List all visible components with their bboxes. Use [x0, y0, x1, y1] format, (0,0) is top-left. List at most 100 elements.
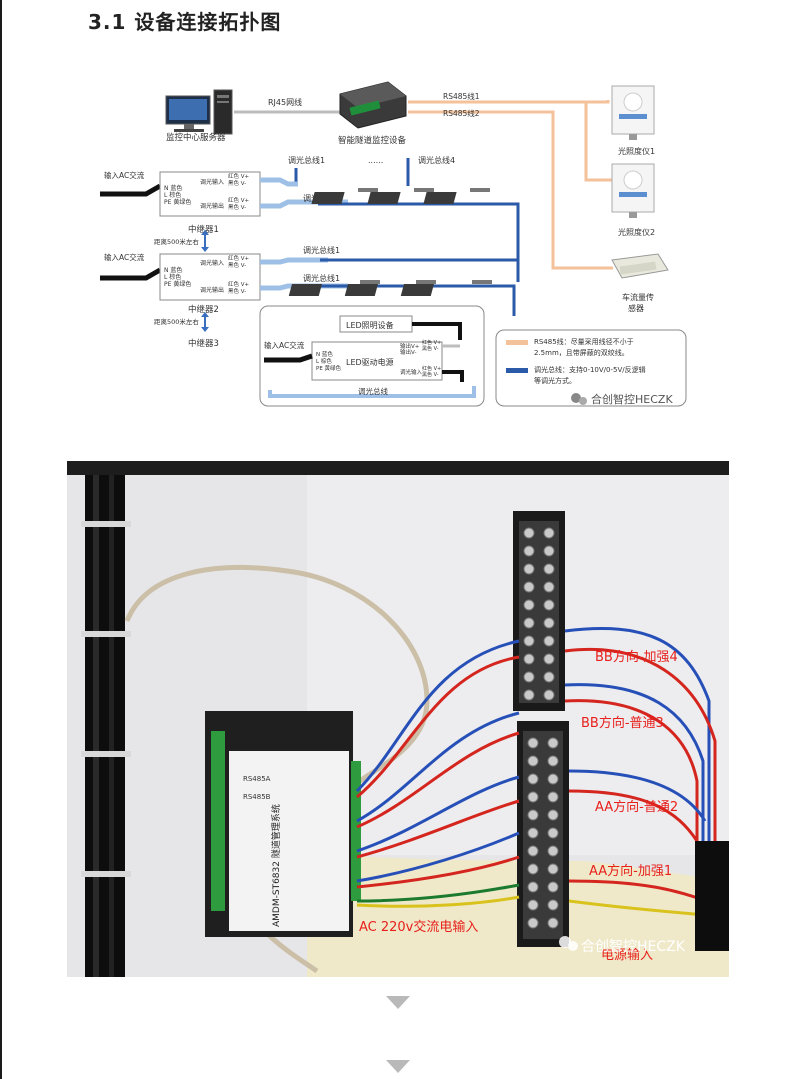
svg-text:红色 V+: 红色 V+	[228, 196, 250, 204]
terminal-screw	[547, 881, 559, 893]
svg-text:黑色 V-: 黑色 V-	[228, 203, 246, 211]
dim-bus-detail	[268, 386, 476, 398]
terminal-screw	[547, 845, 559, 857]
svg-text:PE 黄绿色: PE 黄绿色	[316, 364, 342, 372]
topology-diagram: 监控中心服务器 RJ45网线 智能隧道监控设备 RS485线1 RS485线2 …	[88, 60, 728, 420]
terminal-block-lower	[517, 721, 569, 947]
terminal-screw	[523, 545, 535, 557]
ac-input-label-3: 输入AC交流	[264, 340, 305, 350]
scroll-down-arrow-icon	[386, 996, 410, 1009]
label-bb-normal: BB方向-普通3	[581, 715, 664, 731]
terminal-screw	[547, 917, 559, 929]
svg-text:红色 V+: 红色 V+	[422, 365, 441, 372]
scroll-down-arrow-icon	[386, 1060, 410, 1073]
dim-bus-row-2b	[320, 284, 516, 316]
legend-rs485-line1: RS485线：尽量采用线径不小于	[534, 337, 634, 346]
svg-text:红色 V+: 红色 V+	[228, 254, 250, 262]
terminal-screw	[547, 863, 559, 875]
terminal-screw	[543, 563, 555, 575]
svg-text:RS485B: RS485B	[243, 793, 271, 801]
terminal-screw	[523, 653, 535, 665]
svg-text:黑色 V-: 黑色 V-	[228, 179, 246, 187]
terminal-screw	[523, 671, 535, 683]
terminal-screw	[547, 791, 559, 803]
terminal-screw	[523, 563, 535, 575]
led-device-label: LED照明设备	[346, 320, 394, 330]
ellipsis-label: ......	[368, 156, 383, 165]
svg-text:L 棕色: L 棕色	[164, 273, 181, 281]
led-driver-box	[311, 341, 443, 381]
svg-text:红色 V+: 红色 V+	[422, 339, 441, 346]
terminal-screw	[527, 737, 539, 749]
terminal-screw	[543, 581, 555, 593]
svg-text:L 棕色: L 棕色	[164, 191, 181, 199]
svg-text:L 棕色: L 棕色	[316, 357, 332, 365]
terminal-screw	[543, 545, 555, 557]
terminal-screw	[523, 599, 535, 611]
label-bb-strong: BB方向-加强4	[595, 649, 678, 665]
wechat-watermark-icon-photo	[559, 936, 578, 951]
terminal-screw	[527, 863, 539, 875]
server-icon	[165, 89, 233, 135]
distance-label-2: 距离500米左右	[154, 317, 199, 326]
dim-bus-1-label-row2b: 调光总线1	[303, 273, 340, 283]
svg-text:调光输出: 调光输出	[200, 286, 224, 294]
terminal-screw	[523, 581, 535, 593]
lamp-icon	[344, 280, 436, 296]
legend-box	[495, 329, 687, 407]
wiring-photo: RS485A RS485B AMDM-ST6832 隧道管理系统 BB方向-加强…	[67, 461, 729, 977]
lamp-icon	[288, 280, 380, 296]
legend-dim-line2: 等调光方式。	[534, 376, 576, 385]
rs485-line-2	[408, 110, 613, 270]
terminal-screw	[543, 653, 555, 665]
rs485-line-1	[408, 100, 610, 104]
dim-bus-1-label-row2a: 调光总线1	[303, 245, 340, 255]
sensor-2-label: 光照度仪2	[618, 227, 655, 237]
rs485-label-2: RS485线2	[443, 108, 480, 118]
rs485-line-1-down	[584, 102, 613, 182]
label-aa-strong: AA方向-加强1	[589, 863, 672, 879]
repeater-3-label: 中继器3	[188, 338, 219, 349]
svg-text:调光输入: 调光输入	[200, 178, 224, 186]
svg-text:输出V-: 输出V-	[400, 348, 416, 356]
terminal-screw	[527, 809, 539, 821]
lamp-icon	[423, 188, 490, 204]
terminal-screw	[543, 635, 555, 647]
ac-input-label-2: 输入AC交流	[104, 252, 145, 262]
repeater-1-label: 中继器1	[188, 224, 219, 235]
svg-text:红色 V+: 红色 V+	[228, 172, 250, 180]
repeater-2-box	[159, 253, 261, 301]
terminal-screw	[527, 881, 539, 893]
svg-text:输出V+: 输出V+	[400, 342, 420, 350]
section-title: 3.1 设备连接拓扑图	[88, 10, 282, 34]
network-cable	[124, 565, 430, 793]
label-aa-normal: AA方向-普通2	[595, 799, 678, 815]
legend-rs485-line2: 2.5mm，且带屏蔽的双绞线。	[534, 348, 629, 357]
terminal-screw	[547, 809, 559, 821]
terminal-screw	[527, 917, 539, 929]
label-power-input: 电源输入	[601, 947, 653, 963]
svg-text:黑色 V-: 黑色 V-	[422, 345, 439, 352]
terminal-screw	[527, 827, 539, 839]
controller-device: RS485A RS485B AMDM-ST6832 隧道管理系统	[205, 711, 361, 937]
server-label: 监控中心服务器	[166, 132, 226, 143]
svg-text:PE 黄绿色: PE 黄绿色	[164, 280, 191, 288]
terminal-screw	[527, 773, 539, 785]
terminal-screw	[543, 599, 555, 611]
lamp-icon	[400, 280, 492, 296]
terminal-screw	[523, 635, 535, 647]
ac-cable-1	[100, 183, 162, 197]
terminal-screw	[527, 755, 539, 767]
traffic-sensor-label-1: 车流量传	[622, 292, 654, 302]
terminal-screw	[547, 755, 559, 767]
ac-cable-2	[100, 267, 162, 281]
svg-text:N 蓝色: N 蓝色	[164, 266, 182, 274]
terminal-screw	[523, 689, 535, 701]
terminal-screw	[527, 791, 539, 803]
traffic-sensor-icon	[611, 253, 669, 279]
terminal-screw	[527, 899, 539, 911]
terminal-block-upper	[513, 511, 565, 711]
ac-input-label-1: 输入AC交流	[104, 170, 145, 180]
terminal-screw	[543, 527, 555, 539]
svg-text:黑色 V-: 黑色 V-	[228, 287, 246, 295]
